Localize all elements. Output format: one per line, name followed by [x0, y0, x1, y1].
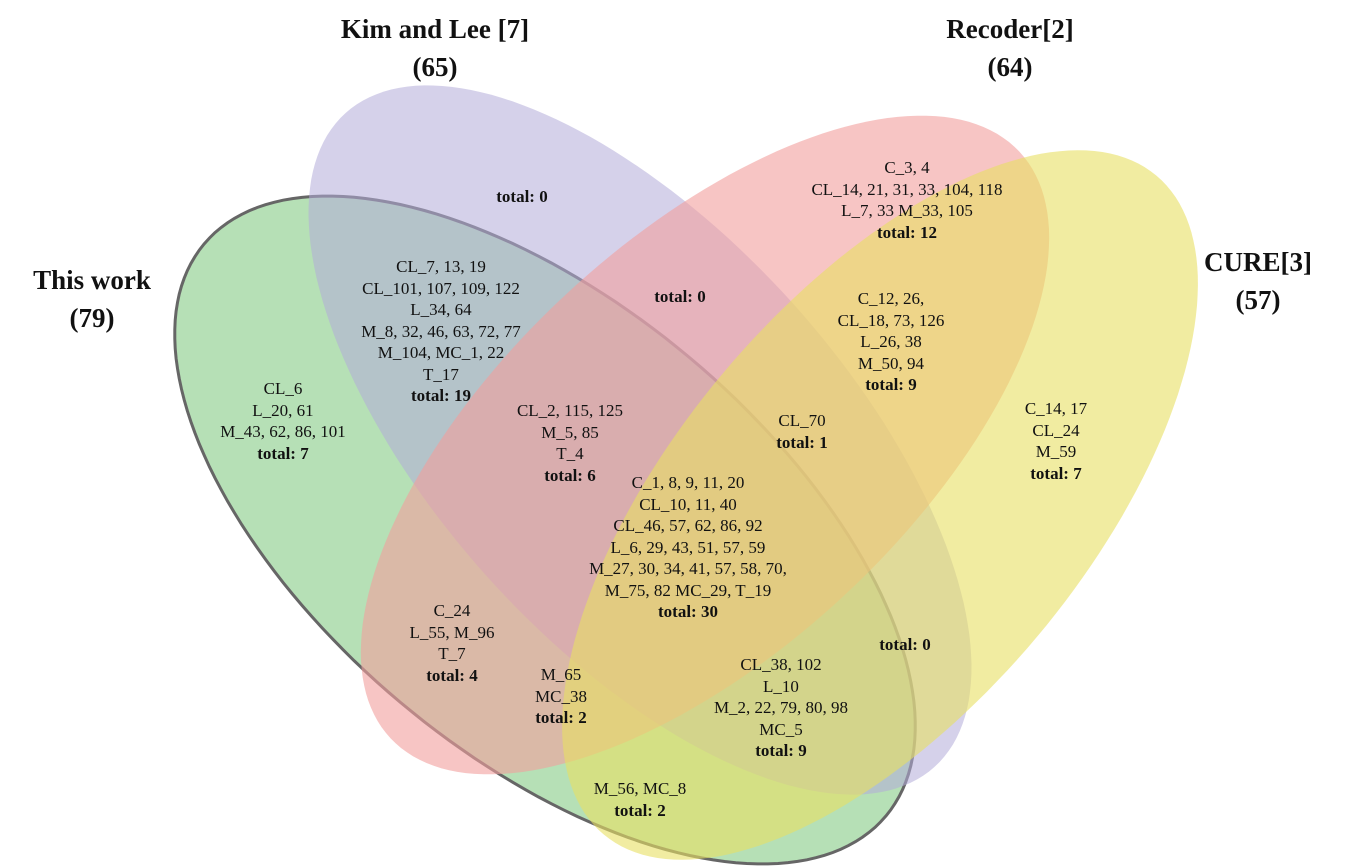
region-item-line: C_14, 17 — [1024, 399, 1088, 418]
region-total: total: 0 — [879, 635, 931, 654]
region-total: total: 9 — [755, 741, 807, 760]
region-item-line: M_50, 94 — [857, 353, 925, 373]
region-kim-recoder-cure: CL_70 total: 1 — [776, 410, 827, 453]
region-total: total: 2 — [614, 800, 666, 820]
set-name: CURE[3] — [1204, 247, 1312, 277]
region-all: C_1, 8, 9, 11, 20 CL_10, 11, 40 CL_46, 57,… — [589, 472, 787, 623]
region-total: total: 0 — [654, 287, 706, 306]
set-count: (65) — [412, 52, 458, 82]
region-item-line: M_27, 30, 34, 41, 57, 58, 70, — [589, 559, 787, 578]
region-item-line: CL_46, 57, 62, 86, 92 — [613, 516, 763, 535]
region-item-line: MC_38 — [535, 686, 587, 706]
region-item-line: L_55, M_96 — [409, 622, 495, 642]
region-item-line: CL_24 — [1032, 420, 1080, 440]
region-item-line: M_75, 82 MC_29, T_19 — [604, 580, 772, 600]
region-item-line: CL_6 — [263, 379, 303, 398]
set-title-cure: CURE[3] (57) — [1204, 243, 1312, 319]
region-item-line: T_4 — [556, 444, 584, 463]
region-total: total: 30 — [658, 602, 718, 621]
region-item-line: M_104, MC_1, 22 — [377, 343, 505, 362]
set-name: This work — [33, 265, 151, 295]
set-name: Recoder[2] — [946, 14, 1074, 44]
region-item-line: L_7, 33 M_33, 105 — [841, 201, 973, 220]
set-count: (64) — [987, 52, 1033, 82]
region-total: total: 7 — [1030, 463, 1082, 483]
region-item-line: CL_38, 102 — [740, 655, 822, 674]
region-item-line: M_65 — [540, 665, 582, 684]
region-kim-recoder: total: 0 — [654, 286, 705, 308]
region-item-line: CL_7, 13, 19 — [396, 257, 486, 276]
region-item-line: CL_2, 115, 125 — [516, 401, 624, 420]
region-item-line: M_5, 85 — [541, 422, 599, 442]
set-count: (57) — [1235, 285, 1281, 315]
set-name: Kim and Lee [7] — [340, 14, 530, 44]
set-title-kim-and-lee: Kim and Lee [7] (65) — [341, 10, 529, 86]
region-item-line: CL_14, 21, 31, 33, 104, 118 — [811, 179, 1003, 199]
set-title-recoder: Recoder[2] (64) — [946, 10, 1073, 86]
region-this-cure: M_56, MC_8 total: 2 — [594, 778, 687, 821]
region-kim-cure: total: 0 — [879, 634, 930, 656]
region-item-line: L_26, 38 — [860, 332, 922, 351]
region-item-line: M_59 — [1035, 442, 1077, 461]
region-item-line: CL_101, 107, 109, 122 — [362, 278, 520, 298]
region-item-line: CL_70 — [778, 411, 826, 430]
region-total: total: 4 — [426, 665, 478, 685]
region-item-line: C_3, 4 — [884, 158, 930, 177]
region-total: total: 7 — [257, 443, 309, 463]
region-item-line: M_2, 22, 79, 80, 98 — [713, 698, 849, 717]
region-item-line: MC_5 — [759, 719, 803, 739]
region-total: total: 0 — [496, 187, 548, 206]
region-item-line: CL_18, 73, 126 — [837, 310, 945, 330]
set-title-this-work: This work (79) — [33, 261, 151, 337]
region-total: total: 6 — [544, 465, 596, 485]
region-total: total: 9 — [865, 375, 917, 394]
region-item-line: T_17 — [423, 364, 459, 384]
region-item-line: C_12, 26, — [857, 289, 925, 308]
region-item-line: CL_10, 11, 40 — [639, 494, 737, 514]
region-item-line: M_8, 32, 46, 63, 72, 77 — [361, 321, 521, 341]
region-total: total: 12 — [877, 222, 937, 242]
region-item-line: L_34, 64 — [410, 300, 472, 319]
region-item-line: L_20, 61 — [252, 400, 314, 420]
region-item-line: L_10 — [763, 676, 799, 696]
set-count: (79) — [69, 303, 115, 333]
region-total: total: 2 — [535, 708, 587, 727]
region-item-line: M_43, 62, 86, 101 — [220, 422, 346, 441]
region-total: total: 1 — [776, 432, 828, 452]
region-item-line: M_56, MC_8 — [593, 779, 687, 798]
region-item-line: T_7 — [438, 644, 466, 663]
region-kim-only: total: 0 — [496, 186, 547, 208]
region-item-line: C_1, 8, 9, 11, 20 — [631, 473, 745, 492]
region-item-line: C_24 — [433, 601, 471, 620]
region-total: total: 19 — [411, 386, 471, 405]
region-item-line: L_6, 29, 43, 51, 57, 59 — [610, 537, 766, 557]
set-ellipse-cure — [562, 150, 1198, 860]
